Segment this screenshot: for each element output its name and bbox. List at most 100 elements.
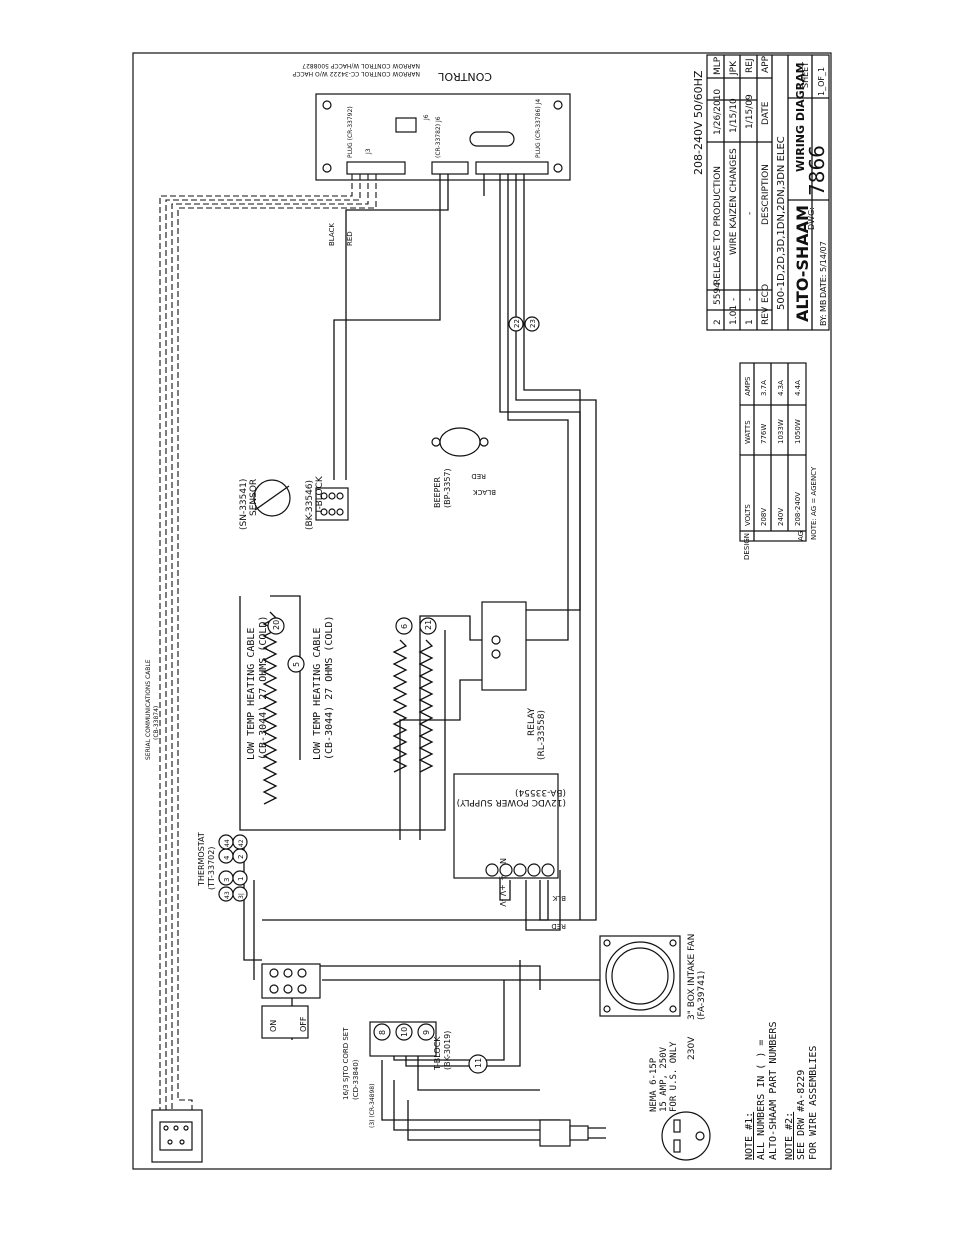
by-label: BY:	[819, 314, 828, 326]
dt-ag-label: AG	[797, 531, 805, 541]
fan-voltage: 230V	[687, 1036, 697, 1060]
th-node-4: 4	[223, 855, 231, 860]
fan-part: (FA-39741)	[697, 971, 707, 1020]
serial-cable-label: SERIAL COMMUNICATIONS CABLE	[145, 659, 152, 760]
rev-header-desc: DESCRIPTION	[761, 164, 771, 225]
dt-r3-watts: 1050W	[794, 419, 802, 444]
node-9: 9	[422, 1030, 431, 1035]
heating-cable-2-spec: (CB-3044) 27 OHMS (COLD)	[324, 616, 335, 761]
dt-r2-watts: 1033W	[777, 419, 785, 444]
design-table: VOLTS WATTS AMPS 208V 776W 3.7A 240V 103…	[739, 362, 818, 560]
dt-r2-amps: 4.3A	[777, 380, 785, 396]
nema-plug-face: NEMA 6-15P 15 AMP, 250V FOR U.S. ONLY	[649, 1041, 711, 1161]
heating-cable-1-spec: (CB-3044) 27 OHMS (COLD)	[258, 616, 269, 761]
sensor-tblock-part: (BK-33546)	[305, 480, 315, 530]
dt-design-label: DESIGN	[743, 533, 751, 560]
control-desc-2: NARROW CONTROL W/HACCP 5008827	[302, 62, 420, 69]
relay-part: (RL-33558)	[537, 710, 547, 760]
plug-spec-3: FOR U.S. ONLY	[669, 1041, 679, 1112]
switch-off-label: OFF	[299, 1016, 308, 1032]
main-tblock-part: (BK-3019)	[443, 1031, 452, 1070]
j6-label: J6	[423, 114, 430, 121]
wire-labels: BLACK RED RED BLACK BLK RED	[328, 223, 566, 930]
plug-right-label: PLUG (CR-33786) J4	[535, 99, 542, 158]
rev-row-3-eco: -	[745, 298, 755, 301]
dt-r3-volts: 208-240V	[794, 492, 802, 526]
notes: NOTE #1: ALL NUMBERS IN ( ) = ALTO-SHAAM…	[744, 1022, 819, 1160]
control-title: CONTROL	[437, 70, 492, 83]
fan-label: 3" BOX INTAKE FAN	[687, 934, 697, 1020]
node-20: 20	[272, 620, 281, 630]
node-23: 23	[529, 319, 537, 328]
power-supply-terminals: N L ⏚ +V -V	[498, 858, 507, 907]
rev-row-2-app: JPK	[729, 60, 739, 76]
models-text: 500-1D,2D,3D,1DN,2DN,3DN ELEC	[776, 136, 787, 310]
rev-row-1-eco: 5594	[713, 282, 723, 305]
sheet-value: 1_OF_1	[817, 67, 826, 96]
serial-connector: SERIAL COMMUNICATIONS CABLE (CB-33874)	[145, 659, 203, 1163]
dt-r2-volts: 240V	[777, 508, 785, 526]
dwg-number: 7866	[805, 145, 829, 196]
th-node-2: 2	[237, 855, 245, 859]
power-supply-part: (BA-33554)	[515, 787, 566, 797]
node-10: 10	[400, 1027, 409, 1037]
thermostat-label: THERMOSTAT	[197, 832, 206, 887]
wire-red-2: RED	[471, 472, 486, 480]
plug-spec-2: 15 AMP, 250V	[659, 1046, 669, 1112]
plug-mid-label: (CR-33782) J6	[435, 116, 442, 158]
rev-row-2-eco: -	[729, 298, 739, 301]
node-21: 21	[424, 620, 433, 630]
power-switch: ON OFF	[261, 1005, 309, 1039]
node-6: 6	[400, 624, 409, 629]
sensor-label: SENSOR	[249, 479, 259, 516]
heating-cable-2: LOW TEMP HEATING CABLE (CB-3044) 27 OHMS…	[312, 616, 434, 773]
diagram-title: WIRING DIAGRAM	[794, 62, 807, 172]
date-value: 5/14/07	[819, 241, 828, 272]
rev-row-3-date: 1/15/09	[745, 94, 755, 129]
beeper-label: BEEPER	[433, 477, 442, 508]
wire-black-1: BLACK	[328, 223, 336, 246]
title-block: 2 5594 RELEASE TO PRODUCTION 1/26/2010 M…	[692, 54, 830, 331]
wire-blk-3: BLK	[552, 894, 566, 902]
date-label: DATE:	[819, 274, 828, 298]
heating-cable-2-label: LOW TEMP HEATING CABLE	[312, 628, 323, 760]
node-8: 8	[378, 1030, 387, 1035]
main-terminal-block: 8 10 9 T-BLOCK (BK-3019) 11	[369, 1021, 488, 1074]
thermostat-part: (TT-33702)	[207, 847, 216, 890]
serial-cable-part: (CB-33874)	[153, 706, 160, 740]
thermostat: 3 1 4 2 44 42 43 3| THERMOSTAT (TT-33702…	[197, 832, 248, 902]
voltage-header: 208-240V 50/60HZ	[692, 70, 705, 175]
relay-label: RELAY	[527, 707, 537, 736]
note-2-line-2: FOR WIRE ASSEMBLIES	[808, 1046, 819, 1160]
power-supply-label: (12VDC POWER SUPPLY)	[457, 797, 566, 807]
sensor-tblock-label: T-BLOCK	[315, 475, 325, 515]
rev-row-2-date: 1/15/10	[729, 98, 739, 133]
cord-set-label: 16/3 SJTO CORD SET	[342, 1027, 350, 1100]
node-11: 11	[474, 1058, 483, 1068]
sensor-part: (SN-33541)	[239, 479, 249, 530]
control-desc-1: NARROW CONTROL CC-34222 W/O HACCP	[292, 70, 420, 77]
dt-r1-volts: 208V	[760, 508, 768, 526]
th-node-44: 44	[224, 839, 231, 847]
th-node-31: 3|	[238, 893, 245, 899]
cord-set: 16/3 SJTO CORD SET (CD-33840) (3) (CR-34…	[342, 1027, 606, 1147]
dt-r1-amps: 3.7A	[760, 380, 768, 396]
heating-cable-1: LOW TEMP HEATING CABLE (CB-3044) 27 OHMS…	[246, 611, 278, 805]
intake-fan: 3" BOX INTAKE FAN (FA-39741) 230V	[599, 934, 707, 1060]
switch-on-label: ON	[269, 1020, 278, 1032]
dt-h-watts: WATTS	[744, 420, 752, 444]
by-value: MB	[819, 300, 828, 312]
beeper: BEEPER (BP-3357)	[431, 427, 489, 508]
note-2-line-1: SEE DRW #A-8229	[796, 1070, 807, 1160]
sensor-terminal-block: (BK-33546) T-BLOCK	[305, 475, 349, 530]
dt-note: NOTE: AG = AGENCY	[810, 466, 818, 540]
note-1-line-1: ALL NUMBERS IN ( ) =	[756, 1040, 767, 1160]
dt-r3-amps: 4.4A	[794, 380, 802, 396]
cord-set-part: (CD-33840)	[352, 1059, 360, 1100]
beeper-part: (BP-3357)	[443, 468, 452, 508]
plug-spec-1: NEMA 6-15P	[649, 1057, 659, 1112]
rev-header-eco: ECO	[761, 284, 771, 303]
note-1-line-2: ALTO-SHAAM PART NUMBERS	[768, 1022, 779, 1160]
plug-left-label: PLUG (CR-33792)	[347, 106, 354, 158]
rev-row-1-rev: 2	[713, 319, 723, 325]
